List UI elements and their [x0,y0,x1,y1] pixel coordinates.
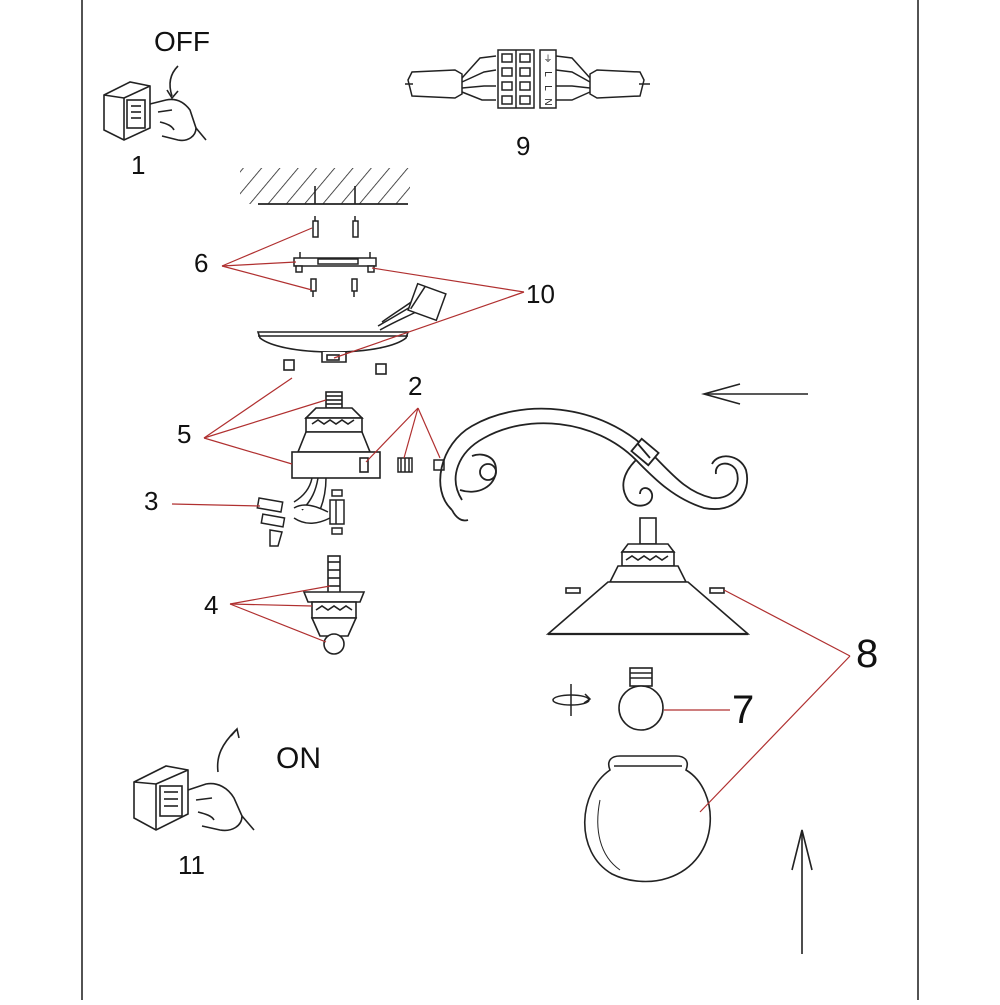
step-10-label: 10 [526,279,555,309]
terminal-letter-l2: L [542,85,553,91]
ceiling-hatch [240,168,410,204]
fixing-screw [397,457,445,473]
terminal-block-diagram [405,49,650,109]
press-arrow-icon [169,65,179,97]
lamp-shade [545,517,751,636]
step-7-label: 7 [732,688,755,732]
step-5-label: 5 [177,419,192,449]
step-9-label: 9 [516,131,531,161]
step-1-label: 1 [131,150,146,180]
press-arrow-on-icon [216,729,237,773]
step-4-label: 4 [204,590,219,620]
wall-plugs-icon [312,216,359,238]
ceiling-canopy [256,331,410,375]
scroll-arm [439,407,748,522]
light-bulb-icon [618,667,664,731]
off-label: OFF [154,26,210,57]
socket-cup [302,555,366,655]
direction-arrow-icon [701,383,808,405]
wall-switch-icon [103,81,151,141]
terminal-letter-l1: L [542,71,553,77]
hand-on-icon [187,782,255,832]
hand-icon [149,98,207,142]
wall-switch-on-icon [133,765,189,831]
mounting-bar [293,252,377,273]
step-3-label: 3 [144,486,159,516]
wire-connector [377,282,447,331]
lamp-body [291,391,381,479]
leader-lines [171,227,851,813]
rotate-arrow-icon [552,684,592,716]
on-label: ON [276,742,321,775]
step-6-label: 6 [194,248,209,278]
step-8-label: 8 [856,632,879,676]
glass-globe [583,755,712,883]
terminal-letter-n: N [542,98,553,105]
step-11-label: 11 [178,850,205,880]
step-2-label: 2 [408,371,423,401]
screws-icon [310,278,358,297]
lampholder [256,489,345,547]
direction-arrow-up-icon [791,829,813,954]
terminal-earth-symbol: ⏚ [543,54,552,64]
